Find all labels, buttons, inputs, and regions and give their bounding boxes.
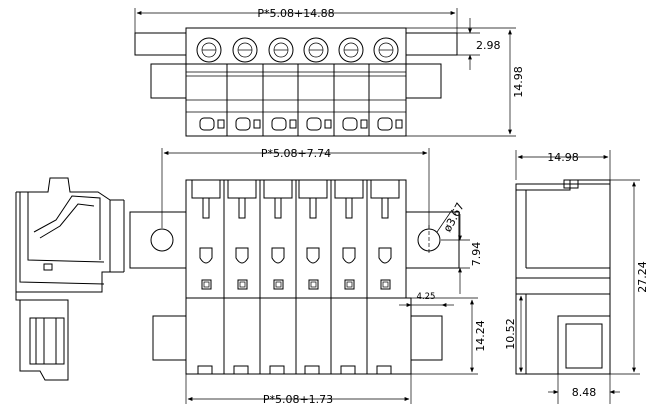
header-pins xyxy=(197,365,392,374)
header-body xyxy=(185,297,412,375)
right-plug-body xyxy=(515,183,611,279)
dim-header-width: P*5.08+1.73 xyxy=(263,393,333,406)
front-view xyxy=(129,148,478,404)
dim-hole-spacing: P*5.08+7.74 xyxy=(261,147,331,160)
dim-total-height: 27.24 xyxy=(636,261,649,293)
top-view xyxy=(134,8,516,137)
front-dividers xyxy=(223,180,368,298)
top-dividers xyxy=(226,64,370,136)
dim-top-depth: 14.98 xyxy=(512,66,525,98)
top-bottom-pins xyxy=(199,117,403,131)
dim-top-width: P*5.08+14.88 xyxy=(257,7,334,20)
dim-side-width: 14.98 xyxy=(547,151,579,164)
dim-ear-width: 4.25 xyxy=(417,292,436,302)
front-ext-lines xyxy=(161,148,478,404)
right-ext-lines xyxy=(515,150,640,404)
dim-socket-width: 8.48 xyxy=(572,386,597,399)
top-body xyxy=(185,27,407,65)
right-header-body xyxy=(515,293,611,375)
dim-socket-height: 10.52 xyxy=(504,318,517,350)
dim-hole-height: 7.94 xyxy=(470,242,483,267)
top-screw-row xyxy=(196,37,399,63)
dimension-labels: P*5.08+14.88 2.98 14.98 P*5.08+7.74 ø3.6… xyxy=(257,7,649,406)
header-dividers xyxy=(223,298,368,374)
dim-header-height: 14.24 xyxy=(474,320,487,352)
dim-flange-thickness: 2.98 xyxy=(476,39,501,52)
left-side-view xyxy=(15,177,125,381)
mounting-hole-left xyxy=(150,228,174,252)
front-terminals xyxy=(191,179,400,290)
right-side-view xyxy=(515,150,640,404)
